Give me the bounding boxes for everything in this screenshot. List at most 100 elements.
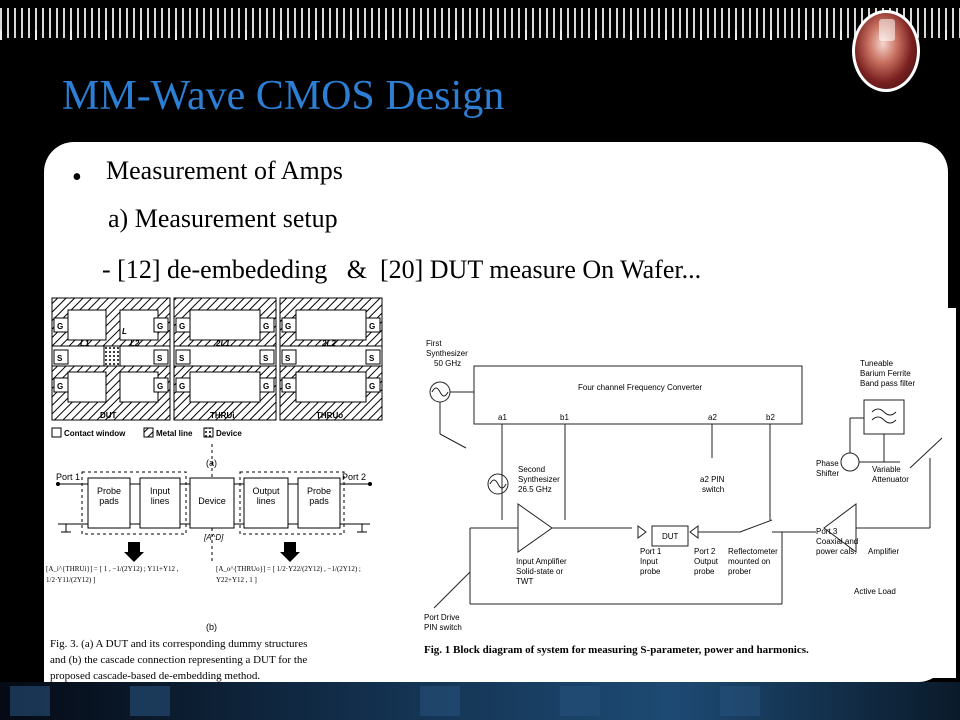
input-amp-label: Input Amplifier bbox=[516, 557, 567, 566]
port-a1-label: a1 bbox=[498, 413, 507, 422]
pad-g-label: G bbox=[285, 322, 291, 331]
port1-probe-label: Input bbox=[640, 557, 659, 566]
active-load-label: Active Load bbox=[854, 587, 896, 596]
port2-probe-label: probe bbox=[694, 567, 715, 576]
structure-legend: Contact window Metal line Device bbox=[51, 427, 242, 438]
pad-s-label: S bbox=[179, 354, 185, 363]
deembedding-figure: G G S S G G G G S S G G G G S S G G L L1… bbox=[44, 294, 384, 692]
pad-g-label: G bbox=[57, 382, 63, 391]
attenuator-label: Attenuator bbox=[872, 475, 909, 484]
pad-s-label: S bbox=[369, 354, 375, 363]
probe-pads-block-output: Probe pads bbox=[306, 486, 332, 506]
pad-g-label: G bbox=[157, 382, 163, 391]
pin-switch-label: a2 PIN bbox=[700, 475, 725, 484]
pad-g-label: G bbox=[263, 322, 269, 331]
port3-label: power cals. bbox=[816, 547, 856, 556]
flask-photo-icon bbox=[852, 10, 920, 92]
slide-title: MM-Wave CMOS Design bbox=[62, 73, 505, 119]
length-2l1-label: 2L1 bbox=[215, 339, 230, 348]
pad-s-label: S bbox=[57, 354, 63, 363]
bullet-measurement-of-amps: Measurement of Amps bbox=[106, 156, 343, 185]
second-synth-label: Second bbox=[518, 465, 545, 474]
filter-label: Band pass filter bbox=[860, 379, 915, 388]
amplifier-label: Amplifier bbox=[868, 547, 899, 556]
measurement-system-figure: First Synthesizer 50 GHz Four channel Fr… bbox=[410, 308, 960, 678]
port1-label: Port 1 bbox=[56, 472, 80, 482]
pad-g-label: G bbox=[57, 322, 63, 331]
legend-device: Device bbox=[216, 429, 242, 438]
pin-switch-label: switch bbox=[702, 485, 724, 494]
pad-g-label: G bbox=[179, 322, 185, 331]
pad-g-label: G bbox=[285, 382, 291, 391]
reflectometer-label: prober bbox=[728, 567, 751, 576]
pad-g-label: G bbox=[369, 322, 375, 331]
length-l-label: L bbox=[122, 327, 127, 336]
cascade-chain bbox=[56, 471, 372, 535]
length-l1-label: L1 bbox=[80, 339, 90, 348]
thrui-matrix-equation: [A_i^{THRUi}] = [ 1 , −1/(2Y12) ; Y11+Y1… bbox=[46, 565, 179, 584]
port3-label: Coaxial and bbox=[816, 537, 858, 546]
legend-contact-window: Contact window bbox=[64, 429, 126, 438]
fig1-caption: Fig. 1 Block diagram of system for measu… bbox=[424, 644, 809, 656]
port2-label: Port 2 bbox=[342, 472, 366, 482]
first-synth-label: First bbox=[426, 339, 442, 348]
filter-label: Barium Ferrite bbox=[860, 369, 911, 378]
thruo-matrix-equation: [A_o^{THRUo}] = [ 1/2·Y22/(2Y12) , −1/(2… bbox=[216, 565, 361, 584]
first-synth-label: 50 GHz bbox=[434, 359, 461, 368]
reflectometer-label: Reflectometer bbox=[728, 547, 778, 556]
pad-g-label: G bbox=[179, 382, 185, 391]
port2-probe-label: Port 2 bbox=[694, 547, 716, 556]
deembedding-diagram: G G S S G G G G S S G G G G S S G G L L1… bbox=[46, 297, 383, 632]
pad-s-label: S bbox=[285, 354, 291, 363]
fig3-caption-line-1: Fig. 3. (a) A DUT and its corresponding … bbox=[50, 638, 308, 650]
down-arrow-icon bbox=[280, 542, 300, 562]
top-ruler-decoration bbox=[0, 0, 960, 44]
phase-shifter-label: Phase bbox=[816, 459, 839, 468]
port1-probe-label: probe bbox=[640, 567, 661, 576]
legend-metal-line: Metal line bbox=[156, 429, 193, 438]
device-block: Device bbox=[198, 496, 226, 506]
thrui-structure bbox=[173, 297, 277, 421]
pad-s-label: S bbox=[263, 354, 269, 363]
pad-g-label: G bbox=[263, 382, 269, 391]
output-lines-block: Output lines bbox=[252, 486, 280, 506]
port2-probe-label: Output bbox=[694, 557, 719, 566]
port-b1-label: b1 bbox=[560, 413, 569, 422]
fig3-caption-line-2: and (b) the cascade connection represent… bbox=[50, 654, 308, 666]
fig3-caption-line-3: proposed cascade-based de-embedding meth… bbox=[50, 670, 261, 682]
sub-item-deembedding-line: - [12] de-embededing & [20] DUT measure … bbox=[102, 255, 702, 284]
dut-label: DUT bbox=[100, 411, 117, 420]
subfigure-b-label: (b) bbox=[206, 622, 217, 632]
phase-shifter-label: Shifter bbox=[816, 469, 839, 478]
thrui-label: THRUi bbox=[210, 411, 234, 420]
bullet-icon: • bbox=[72, 162, 82, 193]
length-2l2-label: 2L2 bbox=[321, 339, 336, 348]
port-drive-label: Port Drive bbox=[424, 613, 460, 622]
pad-g-label: G bbox=[157, 322, 163, 331]
thruo-structure bbox=[279, 297, 383, 421]
reflectometer-label: mounted on bbox=[728, 557, 770, 566]
filter-label: Tuneable bbox=[860, 359, 894, 368]
dut-block-label: DUT bbox=[662, 532, 679, 541]
thruo-label: THRUo bbox=[316, 411, 343, 420]
second-synth-label: Synthesizer bbox=[518, 475, 560, 484]
ruler-major-ticks bbox=[0, 30, 960, 40]
converter-label: Four channel Frequency Converter bbox=[578, 383, 702, 392]
port-a2-label: a2 bbox=[708, 413, 717, 422]
first-synth-label: Synthesizer bbox=[426, 349, 468, 358]
port-drive-label: PIN switch bbox=[424, 623, 462, 632]
port1-probe-label: Port 1 bbox=[640, 547, 662, 556]
attenuator-label: Variable bbox=[872, 465, 901, 474]
ad-matrix-label: [A^D] bbox=[203, 533, 224, 542]
measurement-block-diagram: First Synthesizer 50 GHz Four channel Fr… bbox=[424, 339, 943, 632]
down-arrow-icon bbox=[124, 542, 144, 562]
input-amp-label: TWT bbox=[516, 577, 533, 586]
bottom-decoration-strip bbox=[0, 682, 960, 720]
pad-g-label: G bbox=[369, 382, 375, 391]
probe-pads-block-input: Probe pads bbox=[96, 486, 122, 506]
input-lines-block: Input lines bbox=[149, 486, 171, 506]
port-b2-label: b2 bbox=[766, 413, 775, 422]
sub-item-measurement-setup: a) Measurement setup bbox=[108, 204, 338, 233]
pad-s-label: S bbox=[157, 354, 163, 363]
length-l2-label: L2 bbox=[130, 339, 140, 348]
